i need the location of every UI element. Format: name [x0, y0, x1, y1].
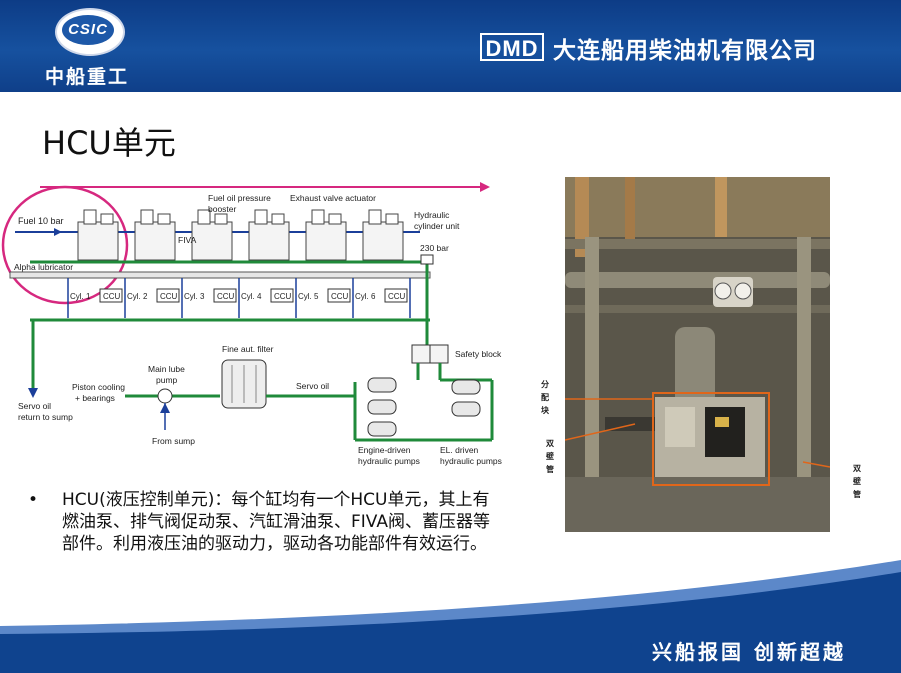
label-piston-1: Piston cooling — [72, 382, 125, 392]
ccu-label-3: CCU — [217, 292, 235, 301]
ccu-label-4: CCU — [274, 292, 292, 301]
label-el-pumps-2: hydraulic pumps — [440, 456, 502, 466]
label-fiva: FIVA — [178, 235, 197, 245]
label-230bar: 230 bar — [420, 243, 449, 253]
cylinder-label-4: Cyl. 4 — [241, 292, 262, 301]
alpha-rail — [9, 271, 431, 279]
ccu-label-6: CCU — [388, 292, 406, 301]
label-el-pumps-1: EL. driven — [440, 445, 479, 455]
hcu-unit-3 — [191, 209, 233, 261]
hcu-unit-4 — [248, 209, 290, 261]
label-exhaust-actuator: Exhaust valve actuator — [290, 193, 376, 203]
label-engine-pumps-2: hydraulic pumps — [358, 456, 420, 466]
label-fuel: Fuel 10 bar — [18, 216, 64, 226]
hcu-photo — [565, 177, 830, 532]
main-lube-pump — [157, 388, 173, 404]
label-fine-filter: Fine aut. filter — [222, 344, 274, 354]
from-sump-arrow — [160, 403, 170, 413]
engine-driven-pumps — [367, 377, 397, 437]
hcu-unit-1 — [77, 209, 119, 261]
ccu-box-6 — [384, 288, 408, 303]
ccu-box-5 — [327, 288, 351, 303]
hcu-unit-6 — [362, 209, 404, 261]
label-hydraulic-2: cylinder unit — [414, 221, 460, 231]
hcu-description: • HCU(液压控制单元)：每个缸均有一个HCU单元，其上有燃油泵、排气阀促动泵… — [28, 489, 494, 555]
distribution-block-highlight — [652, 392, 770, 486]
label-servo-oil: Servo oil — [296, 381, 329, 391]
cylinder-label-1: Cyl. 1 — [70, 292, 91, 301]
hcu-hydraulic-diagram: Cyl. 1 CCU Cyl. 2 CCU Cyl. 3 CCU Cyl. 4 … — [1, 182, 502, 466]
cylinder-label-6: Cyl. 6 — [355, 292, 376, 301]
label-servo-return-1: Servo oil — [18, 401, 51, 411]
label-fuel-booster-2: booster — [208, 204, 237, 214]
label-from-sump: From sump — [152, 436, 195, 446]
callout-double-wall-pipe-left: 双壁管 — [546, 439, 554, 474]
label-fuel-booster-1: Fuel oil pressure — [208, 193, 271, 203]
callout-distribution-block: 分配块 — [541, 380, 549, 415]
ccu-box-3 — [213, 288, 237, 303]
csic-logo-label: 中船重工 — [45, 66, 130, 88]
ccu-box-2 — [156, 288, 180, 303]
label-hydraulic-1: Hydraulic — [414, 210, 450, 220]
fuel-arrow — [54, 228, 62, 236]
return-drops — [67, 278, 411, 318]
footer-wave — [0, 560, 901, 673]
callout-line-double-wall-left — [565, 423, 636, 441]
label-servo-return-2: return to sump — [18, 412, 73, 422]
ccu-box-4 — [270, 288, 294, 303]
label-alpha: Alpha lubricator — [14, 262, 73, 272]
bullet-marker: • — [28, 490, 39, 510]
callout-line-double-wall-right — [802, 461, 830, 468]
hcu-unit-2 — [134, 209, 176, 261]
ccu-label-2: CCU — [160, 292, 178, 301]
cylinder-label-3: Cyl. 3 — [184, 292, 205, 301]
label-main-lube-2: pump — [156, 375, 178, 385]
ccu-label-1: CCU — [103, 292, 121, 301]
label-safety-block: Safety block — [455, 349, 502, 359]
page-title: HCU单元 — [42, 124, 176, 162]
el-driven-pumps — [451, 379, 481, 417]
csic-logo-mark: CSIC — [62, 15, 114, 45]
hcu-unit-5 — [305, 209, 347, 261]
dmd-badge: DMD — [480, 33, 544, 61]
label-engine-pumps-1: Engine-driven — [358, 445, 411, 455]
pressure-tap — [420, 254, 434, 265]
cylinder-label-2: Cyl. 2 — [127, 292, 148, 301]
footer-slogan: 兴船报国 创新超越 — [652, 640, 846, 664]
csic-logo: CSIC — [55, 8, 125, 56]
header-bar: CSIC 中船重工 DMD 大连船用柴油机有限公司 — [0, 0, 901, 92]
cylinder-label-5: Cyl. 5 — [298, 292, 319, 301]
company-name: 大连船用柴油机有限公司 — [553, 38, 817, 64]
label-piston-2: + bearings — [75, 393, 115, 403]
ccu-box-1 — [99, 288, 123, 303]
label-main-lube-1: Main lube — [148, 364, 185, 374]
ccu-label-5: CCU — [331, 292, 349, 301]
callout-double-wall-pipe-right: 双壁管 — [853, 464, 861, 499]
highlight-arrow-head — [480, 182, 490, 192]
servo-return-arrow — [28, 388, 38, 398]
hcu-description-text: HCU(液压控制单元)：每个缸均有一个HCU单元，其上有燃油泵、排气阀促动泵、汽… — [62, 490, 490, 554]
